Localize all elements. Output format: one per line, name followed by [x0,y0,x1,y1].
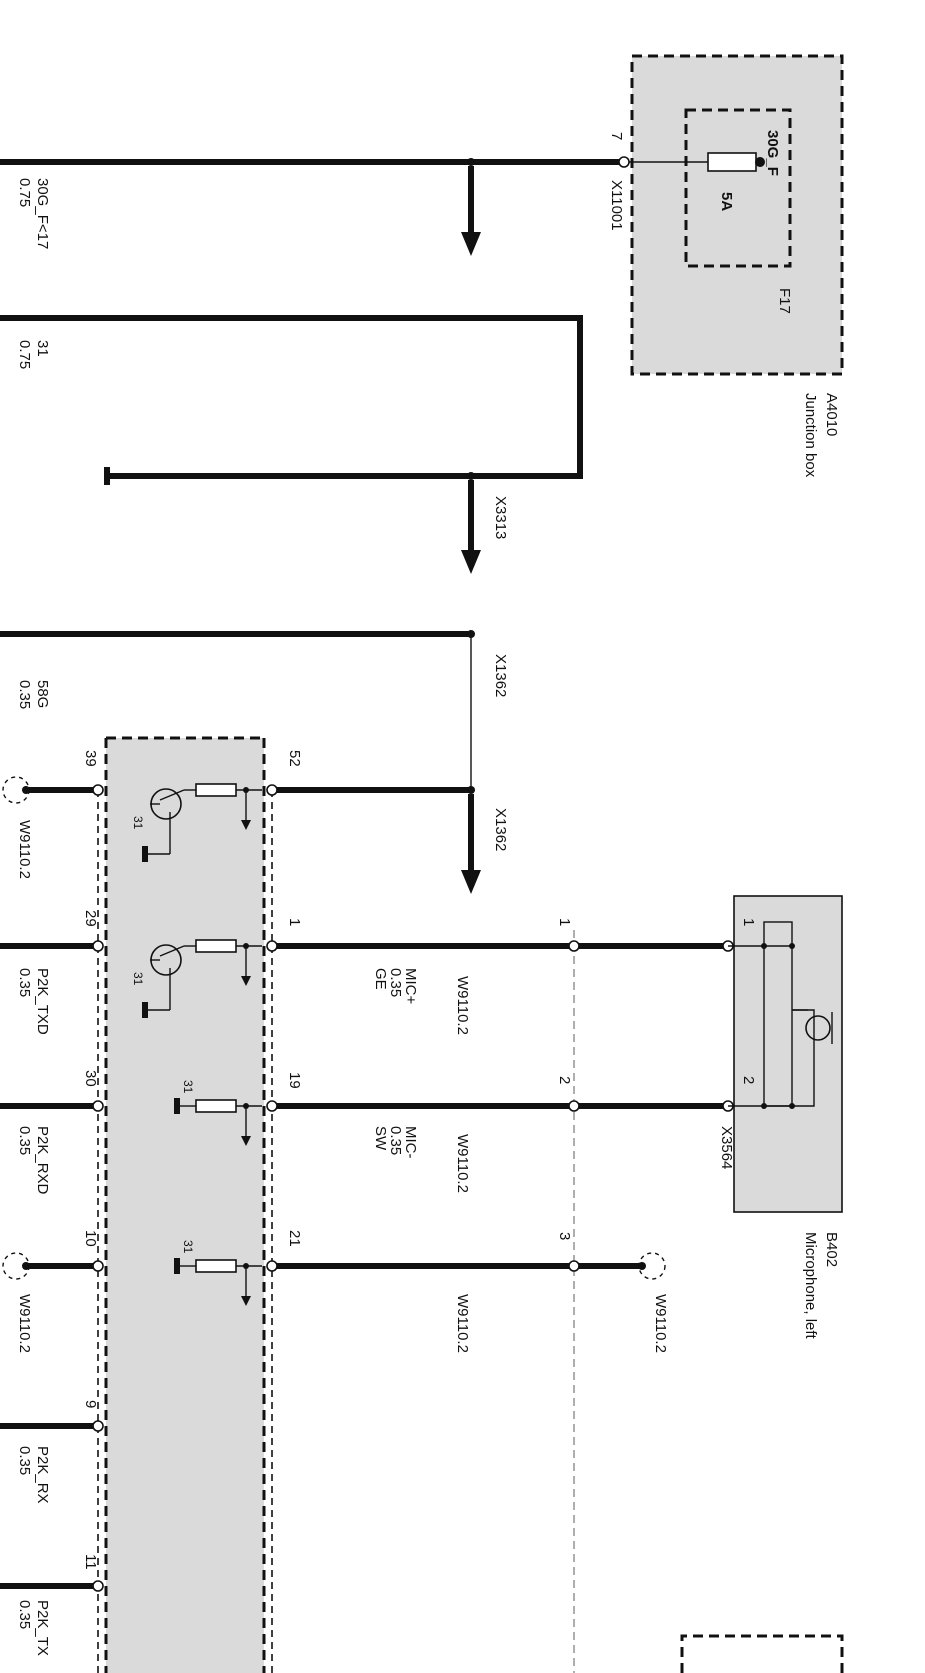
wire-1-signal: 30G_F<17 [34,178,51,249]
mic-plus-signal: MIC+ [402,968,419,1004]
wire-3-signal: 58G [34,680,51,708]
connector-x1362-label-1: X1362 [492,654,509,697]
microphone-id: B402 [823,1232,840,1267]
fuse-rating-label: 5A [718,192,735,211]
wire-4-signal: P2K_TXD [34,968,51,1035]
arrow-down-icon [461,550,481,574]
connector-x3313-label: X3313 [492,496,509,539]
module-pin-21: 21 [286,1230,303,1247]
module-pin-29: 29 [82,910,99,927]
wire-5-signal: P2K_RXD [34,1126,51,1195]
mid-pin-2: 2 [556,1076,573,1084]
wire-5-size: 0.35 [16,1126,33,1155]
splice-label-1: W9110.2 [16,820,33,879]
module-pin-10: 10 [82,1230,99,1247]
fuse-terminal-label: 30G_F [764,130,781,176]
mic-pin-1: 1 [740,918,757,926]
wire-7-signal: P2K_TX [34,1600,51,1656]
mid-pin-1: 1 [556,918,573,926]
wire-6-size: 0.35 [16,1446,33,1475]
junction-connector-label: X11001 [608,180,625,231]
mid-pin-3: 3 [556,1232,573,1240]
splice-label-3: W9110.2 [454,1134,471,1193]
mic-minus-color: SW [372,1126,389,1151]
ground-label-3: 31 [181,1080,195,1094]
module-pin-9: 9 [82,1400,99,1408]
arrow-down-icon [461,232,481,256]
fuse-icon [707,152,757,172]
fuse-id-label: F17 [776,288,793,314]
mic-plus-size: 0.35 [387,968,404,997]
ground-label-2: 31 [131,972,145,986]
junction-box [624,54,844,376]
microphone-icon [805,1012,833,1044]
junction-pin: 7 [608,132,625,140]
mic-minus-size: 0.35 [387,1126,404,1155]
ground-label-4: 31 [181,1240,195,1254]
arrow-down-icon [461,870,481,894]
wire-6-signal: P2K_RX [34,1446,51,1504]
wire-7-size: 0.35 [16,1600,33,1629]
module-pin-39: 39 [82,750,99,767]
connector-x1362-label-2: X1362 [492,808,509,851]
wire-2-size: 0.75 [16,340,33,369]
wire-3-size: 0.35 [16,680,33,709]
ground-label-1: 31 [131,816,145,830]
control-module [97,736,273,1673]
wire-4-size: 0.35 [16,968,33,997]
splice-label-2: W9110.2 [454,976,471,1035]
mic-connector-label: X3564 [718,1126,735,1169]
mic-plus-color: GE [372,968,389,990]
splice-label-4: W9110.2 [454,1294,471,1353]
junction-box-name: Junction box [802,393,819,478]
module-pin-1: 1 [286,918,303,926]
wire-1-size: 0.75 [16,178,33,207]
module-pin-30: 30 [82,1070,99,1087]
splice-label-5: W9110.2 [652,1294,669,1353]
junction-box-id: A4010 [823,393,840,436]
microphone-box [728,895,843,1213]
wire-2-signal: 31 [34,340,51,357]
module-pin-19: 19 [286,1072,303,1089]
mic-pin-2: 2 [740,1076,757,1084]
splice-label-6: W9110.2 [16,1294,33,1353]
mic-minus-signal: MIC- [402,1126,419,1159]
module-pin-52: 52 [286,750,303,767]
microphone-name: Microphone, left [802,1232,819,1340]
module-pin-11: 11 [82,1554,99,1570]
